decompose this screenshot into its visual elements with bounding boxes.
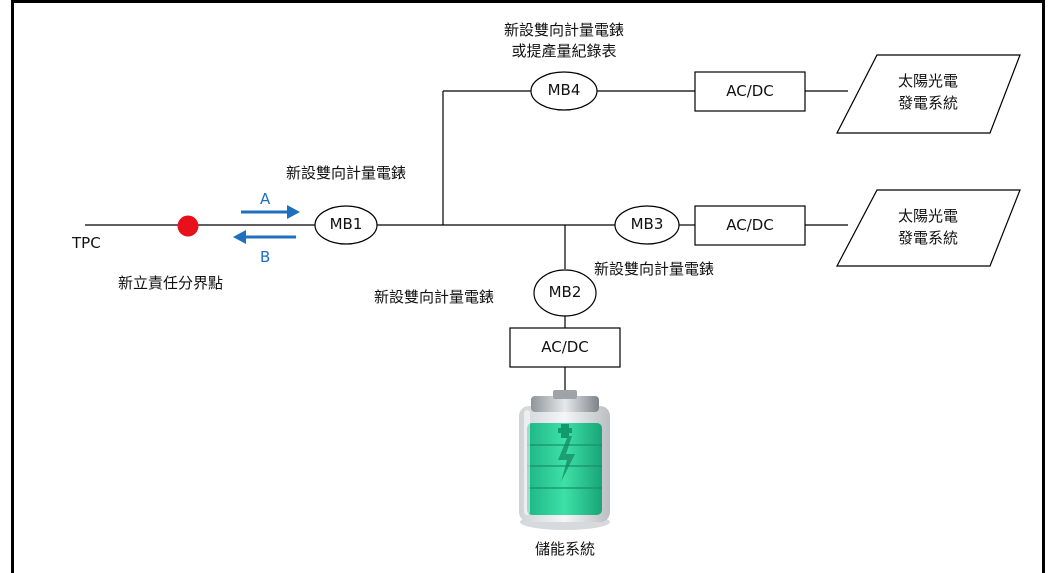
meter-mb1-note: 新設雙向計量電錶 bbox=[286, 164, 407, 182]
arrow-a-label: A bbox=[260, 190, 271, 208]
meter-mb1-label: MB1 bbox=[329, 215, 363, 233]
solar-top-label-line1: 太陽光電 bbox=[897, 72, 958, 90]
arrow-a-icon bbox=[241, 205, 300, 219]
solar-middle-label-line1: 太陽光電 bbox=[897, 207, 958, 225]
converter-top-label: AC/DC bbox=[726, 82, 774, 100]
boundary-point-dot bbox=[177, 215, 199, 237]
converter-middle-label: AC/DC bbox=[726, 216, 774, 234]
arrow-b-icon bbox=[233, 230, 296, 244]
meter-mb4-note-line1: 新設雙向計量電錶 bbox=[503, 21, 624, 39]
meter-mb4-note-line2: 或提產量紀錄表 bbox=[511, 42, 617, 60]
meter-mb1 bbox=[314, 205, 378, 245]
wiring bbox=[85, 90, 848, 392]
meter-mb2 bbox=[533, 269, 597, 317]
arrow-b-label: B bbox=[260, 248, 271, 266]
meter-mb4 bbox=[530, 71, 598, 111]
solar-system-top-shape bbox=[836, 54, 1021, 134]
solar-top-label-line2: 發電系統 bbox=[897, 94, 958, 112]
solar-system-middle-shape bbox=[836, 189, 1021, 267]
tpc-label: TPC bbox=[72, 234, 101, 252]
meter-mb2-note: 新設雙向計量電錶 bbox=[374, 288, 495, 306]
meter-mb4-label: MB4 bbox=[547, 81, 581, 99]
meter-mb3-label: MB3 bbox=[630, 215, 664, 233]
meter-mb3 bbox=[614, 205, 680, 245]
converter-bottom-box bbox=[509, 327, 621, 368]
storage-system-label: 儲能系統 bbox=[534, 540, 595, 558]
diagram-frame bbox=[11, 0, 1045, 573]
converter-middle-box bbox=[694, 205, 806, 246]
converter-top-box bbox=[694, 71, 806, 112]
converter-bottom-label: AC/DC bbox=[541, 338, 589, 356]
battery-icon bbox=[519, 390, 610, 530]
solar-middle-label-line2: 發電系統 bbox=[897, 229, 958, 247]
boundary-point-label: 新立責任分界點 bbox=[118, 274, 224, 292]
meter-mb2-label: MB2 bbox=[548, 283, 582, 301]
meter-mb3-note: 新設雙向計量電錶 bbox=[594, 260, 715, 278]
